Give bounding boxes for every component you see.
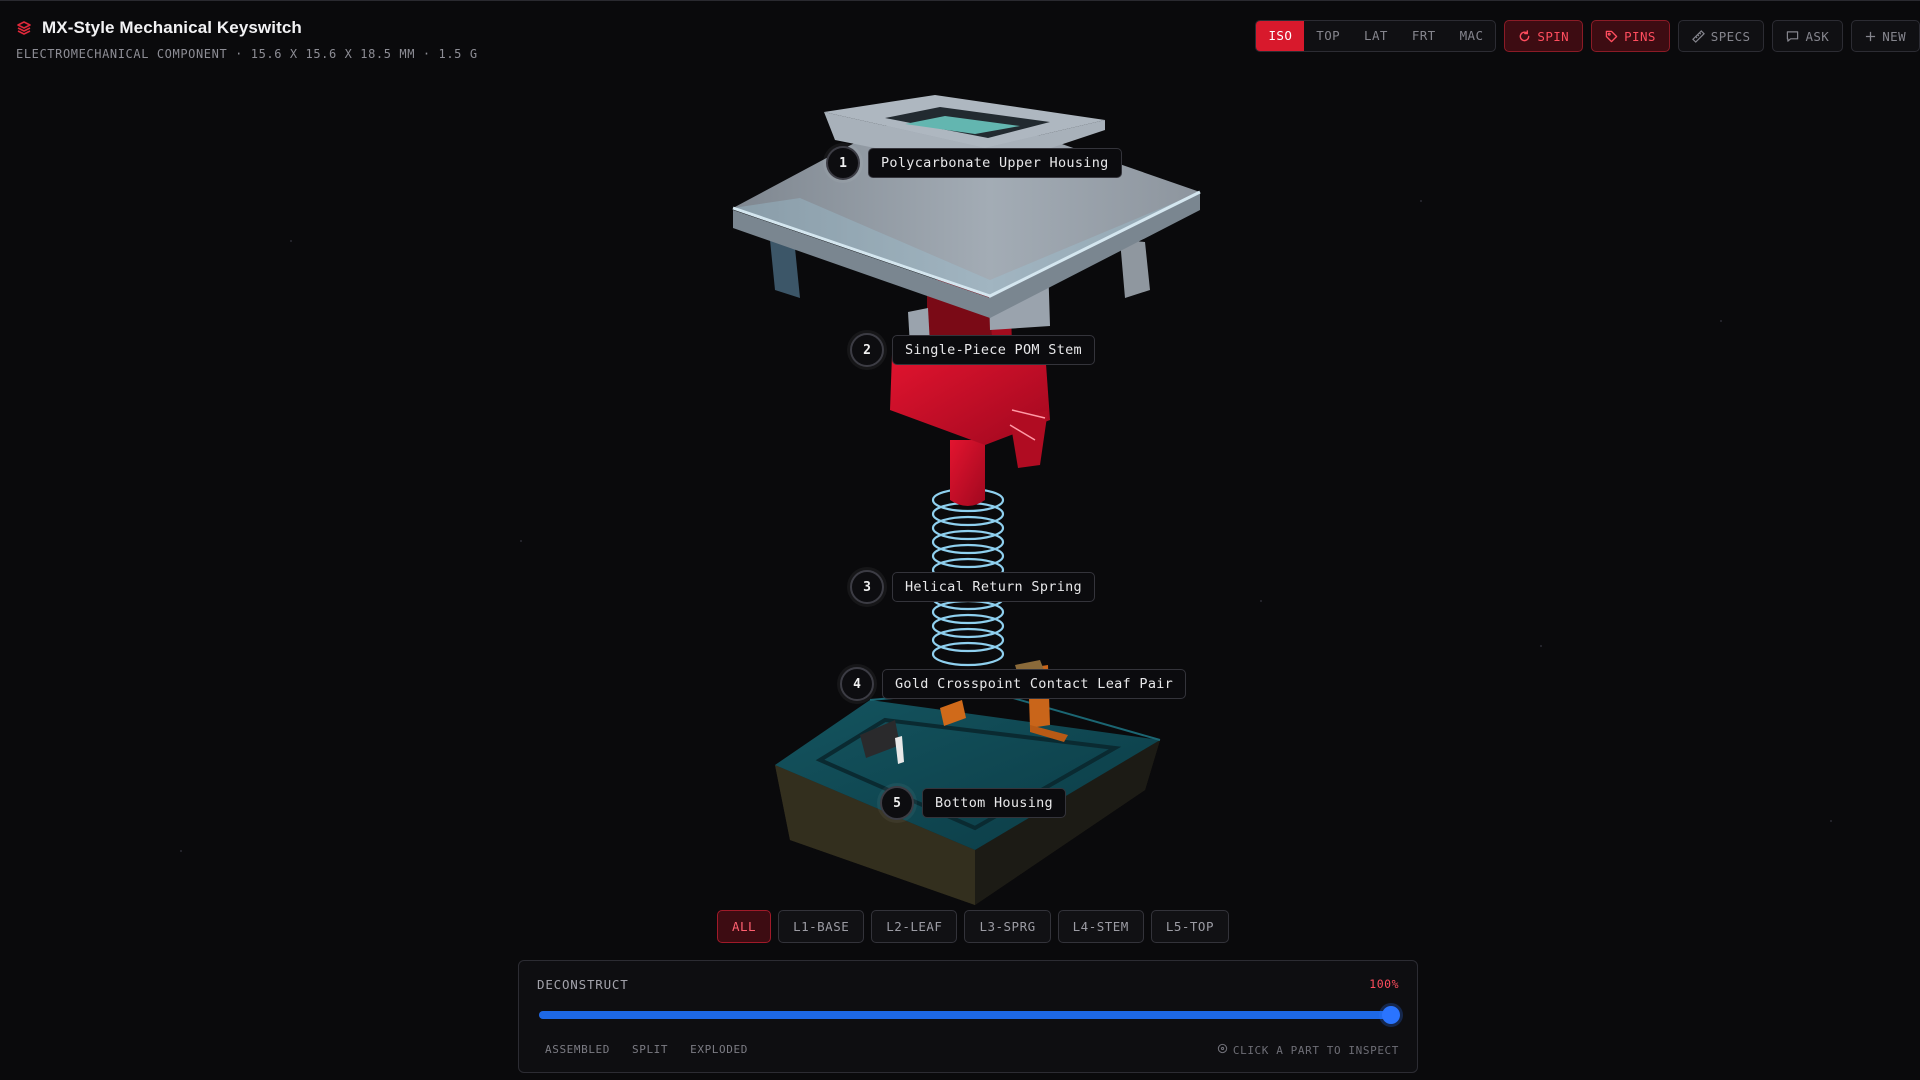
view-frt-button[interactable]: FRT <box>1411 28 1436 43</box>
slider-fill <box>539 1011 1391 1019</box>
view-mac-button[interactable]: MAC <box>1459 28 1484 43</box>
pins-label: PINS <box>1624 28 1656 44</box>
callout-label: Single-Piece POM Stem <box>892 335 1095 365</box>
callout-pom-stem[interactable]: 2 Single-Piece POM Stem <box>850 333 1095 367</box>
layer-top-button[interactable]: L5-TOP <box>1150 910 1229 943</box>
deconstruct-title: DECONSTRUCT <box>537 977 629 992</box>
callout-label: Polycarbonate Upper Housing <box>868 148 1122 178</box>
deconstruct-slider[interactable] <box>539 1006 1400 1024</box>
toolbar: ISO TOP LAT FRT MAC SPIN PINS <box>1255 20 1920 52</box>
layer-base-button[interactable]: L1-BASE <box>778 910 865 943</box>
callout-contact-leaf[interactable]: 4 Gold Crosspoint Contact Leaf Pair <box>840 667 1187 701</box>
callout-return-spring[interactable]: 3 Helical Return Spring <box>850 570 1095 604</box>
layer-stem-button[interactable]: L4-STEM <box>1057 910 1144 943</box>
view-mode-group: ISO TOP LAT FRT MAC <box>1255 20 1497 52</box>
preset-split[interactable]: SPLIT <box>632 1043 669 1056</box>
tag-icon <box>1605 30 1618 43</box>
target-icon <box>1217 1043 1228 1057</box>
specs-button[interactable]: SPECS <box>1677 20 1765 52</box>
app-subtitle: ELECTROMECHANICAL COMPONENT · 15.6 X 15.… <box>16 47 478 61</box>
plus-icon <box>1865 31 1876 42</box>
deconstruct-presets: ASSEMBLED SPLIT EXPLODED <box>545 1043 748 1056</box>
callout-label: Bottom Housing <box>922 788 1066 818</box>
app-title: MX-Style Mechanical Keyswitch <box>42 18 302 37</box>
preset-exploded[interactable]: EXPLODED <box>690 1043 748 1056</box>
upper-housing-part[interactable] <box>732 95 1201 330</box>
inspect-hint: CLICK A PART TO INSPECT <box>1217 1043 1399 1057</box>
chat-icon <box>1786 30 1799 43</box>
new-button[interactable]: NEW <box>1851 20 1920 52</box>
callout-label: Gold Crosspoint Contact Leaf Pair <box>882 669 1187 699</box>
callout-label: Helical Return Spring <box>892 572 1095 602</box>
callout-number: 5 <box>880 786 914 820</box>
layer-leaf-button[interactable]: L2-LEAF <box>871 910 958 943</box>
specs-label: SPECS <box>1710 28 1751 44</box>
ask-button[interactable]: ASK <box>1772 20 1844 52</box>
view-lat-button[interactable]: LAT <box>1364 28 1388 43</box>
new-label: NEW <box>1882 28 1906 44</box>
refresh-icon <box>1518 29 1531 43</box>
spin-label: SPIN <box>1537 28 1570 44</box>
callout-upper-housing[interactable]: 1 Polycarbonate Upper Housing <box>826 146 1122 180</box>
ruler-icon <box>1691 29 1705 43</box>
window-top-border <box>0 0 1920 1</box>
layers-icon <box>16 20 32 36</box>
callout-number: 1 <box>826 146 860 180</box>
inspect-hint-text: CLICK A PART TO INSPECT <box>1232 1043 1399 1057</box>
spin-button[interactable]: SPIN <box>1504 20 1584 52</box>
pins-button[interactable]: PINS <box>1591 20 1670 52</box>
ask-label: ASK <box>1805 28 1830 44</box>
layer-all-button[interactable]: ALL <box>717 910 772 943</box>
title-block: MX-Style Mechanical Keyswitch ELECTROMEC… <box>16 18 478 61</box>
layer-spring-button[interactable]: L3-SPRG <box>964 910 1051 943</box>
layer-filter-bar: ALL L1-BASE L2-LEAF L3-SPRG L4-STEM L5-T… <box>717 910 1229 943</box>
callout-number: 2 <box>850 333 884 367</box>
deconstruct-panel: DECONSTRUCT 100% ASSEMBLED SPLIT EXPLODE… <box>518 960 1418 1073</box>
preset-assembled[interactable]: ASSEMBLED <box>545 1043 611 1056</box>
view-iso-button[interactable]: ISO <box>1256 21 1305 51</box>
view-top-button[interactable]: TOP <box>1316 28 1341 43</box>
callout-bottom-housing[interactable]: 5 Bottom Housing <box>880 786 1066 820</box>
slider-thumb[interactable] <box>1382 1006 1400 1024</box>
deconstruct-value: 100% <box>1369 977 1399 991</box>
callout-number: 3 <box>850 570 884 604</box>
callout-number: 4 <box>840 667 874 701</box>
